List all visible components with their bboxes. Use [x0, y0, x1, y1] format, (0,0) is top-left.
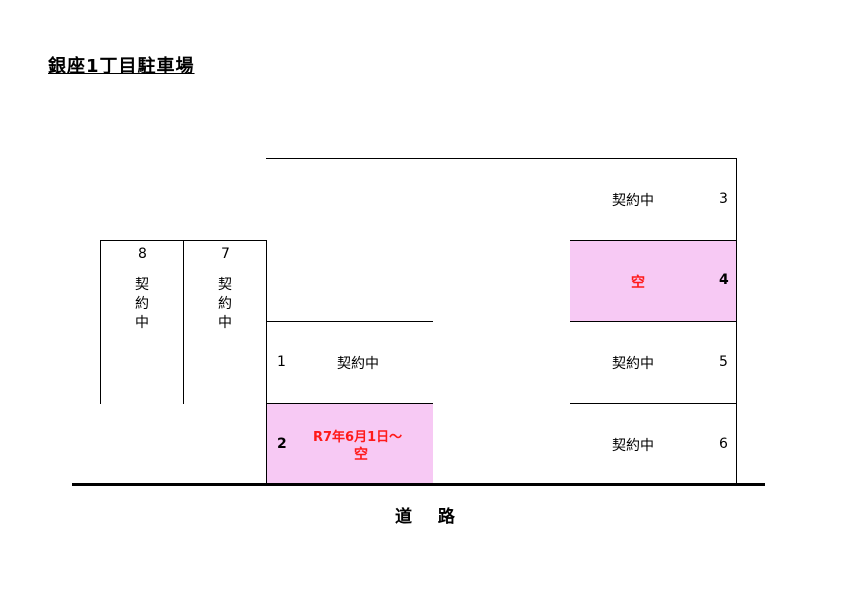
top-boundary-line: [266, 158, 737, 159]
space-8-status-char: 約: [135, 296, 149, 312]
space-7-status-char: 契: [218, 277, 232, 293]
space-2-status-date: R7年6月1日～: [313, 430, 403, 445]
middle-left-boundary-line: [266, 240, 267, 484]
divider-3-4: [570, 240, 737, 241]
page-title: 銀座1丁目駐車場: [48, 56, 195, 77]
space-2-vacant-fill: [267, 404, 433, 484]
space-3-number: 3: [719, 191, 728, 207]
space-1-number: 1: [277, 354, 286, 370]
divider-1-2: [266, 403, 433, 404]
divider-5-6: [570, 403, 737, 404]
space-6-number: 6: [719, 436, 728, 452]
space-8-number: 8: [138, 246, 147, 262]
space-4-status: 空: [631, 275, 645, 291]
space-1-status: 契約中: [337, 356, 379, 372]
space-8-status: 契 約 中: [133, 276, 151, 333]
space-1-top-line: [266, 321, 433, 322]
space-4-number: 4: [719, 272, 729, 288]
space-5-status: 契約中: [612, 356, 654, 372]
space-5-number: 5: [719, 354, 728, 370]
space-6-status: 契約中: [612, 438, 654, 454]
road-label: 道 路: [395, 507, 465, 527]
road-line: [72, 483, 765, 486]
space-2-number: 2: [277, 436, 287, 452]
space-3-status: 契約中: [612, 193, 654, 209]
space-7-status-char: 約: [218, 296, 232, 312]
space-8-status-char: 中: [135, 315, 149, 331]
space-8-status-char: 契: [135, 277, 149, 293]
divider-4-5: [570, 321, 737, 322]
space-7-status-char: 中: [218, 315, 232, 331]
divider-8-7: [183, 240, 184, 404]
space-2-status-vacant: 空: [354, 447, 368, 463]
space-4-vacant-fill: [570, 241, 736, 321]
space-7-number: 7: [221, 246, 230, 262]
space-8-left-line: [100, 240, 101, 404]
space-7-status: 契 約 中: [216, 276, 234, 333]
